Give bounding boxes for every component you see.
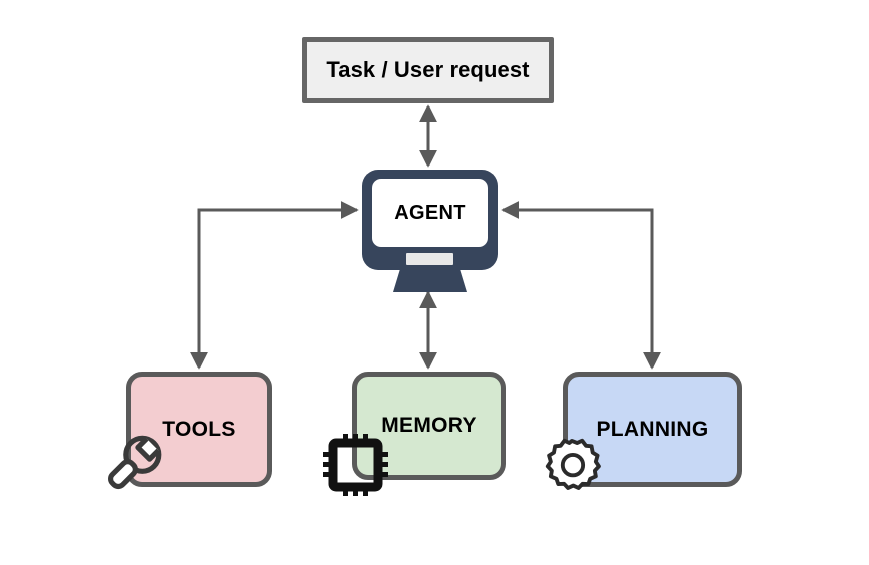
monitor-power-indicator <box>406 253 453 265</box>
task-user-request-node[interactable]: Task / User request <box>302 37 554 103</box>
agent-node[interactable]: AGENT <box>362 170 498 292</box>
agent-node-label: AGENT <box>372 179 488 247</box>
edge-tools-agent <box>190 201 359 370</box>
monitor-stand <box>393 270 467 292</box>
tools-node[interactable]: TOOLS <box>126 372 272 487</box>
memory-node[interactable]: MEMORY <box>352 372 506 480</box>
edge-planning-agent <box>501 201 661 370</box>
planning-node[interactable]: PLANNING <box>563 372 742 487</box>
